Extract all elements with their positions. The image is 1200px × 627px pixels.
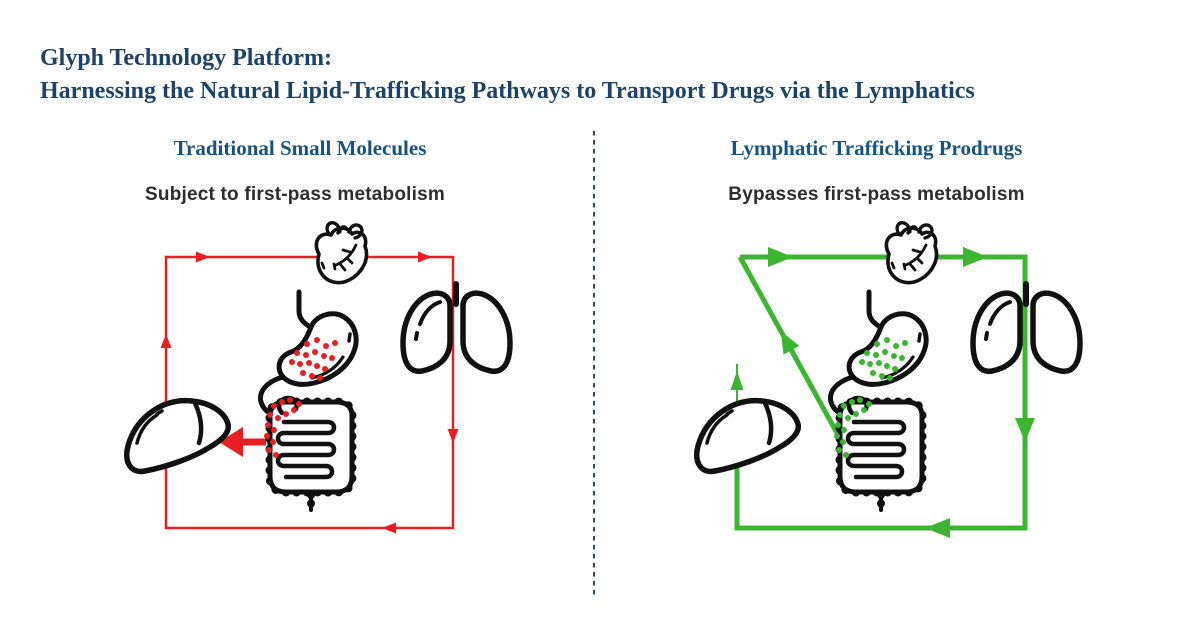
title-line-2: Harnessing the Natural Lipid-Trafficking… — [40, 78, 975, 105]
panel-subtitle-lymphatic: Bypasses first-pass metabolism — [728, 184, 1025, 205]
lymphatic-pathway-diagram — [670, 220, 1140, 538]
arrow-right-icon — [963, 247, 988, 267]
divider-dashed-line — [593, 131, 595, 597]
panel-header-traditional: Traditional Small Molecules — [173, 136, 427, 160]
arrow-left-icon — [382, 522, 396, 534]
arrow-right-icon — [768, 247, 793, 267]
panel-header-lymphatic: Lymphatic Trafficking Prodrugs — [730, 136, 1023, 160]
arrow-up-icon — [730, 371, 744, 390]
arrow-left-icon — [925, 518, 950, 538]
arrow-down-icon — [447, 429, 459, 443]
arrow-down-icon — [1015, 418, 1035, 442]
systemic-circulation-loop-green — [730, 247, 1035, 538]
arrow-right-icon — [196, 251, 210, 263]
arrow-up-left-icon — [780, 330, 800, 355]
traditional-pathway-diagram — [100, 220, 570, 534]
title-line-1: Glyph Technology Platform: — [40, 45, 333, 72]
arrow-right-icon — [418, 251, 432, 263]
panel-subtitle-traditional: Subject to first-pass metabolism — [145, 184, 445, 205]
arrow-up-icon — [160, 334, 172, 348]
portal-vein-arrow-to-liver — [219, 427, 266, 457]
page-title: Glyph Technology Platform: Harnessing the… — [40, 42, 1190, 108]
